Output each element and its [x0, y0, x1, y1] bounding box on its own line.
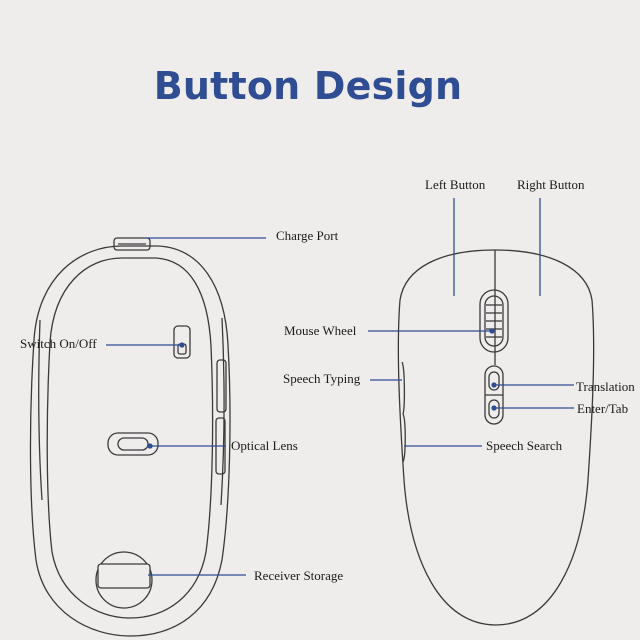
- bottom-view-side-grip-right: [220, 317, 225, 506]
- label-mouse-wheel: Mouse Wheel: [284, 323, 357, 338]
- mouse-top-view: [397, 249, 595, 626]
- bottom-view-outer-shell: [29, 245, 231, 637]
- label-enter-tab: Enter/Tab: [577, 401, 629, 416]
- mouse-bottom-view: [29, 237, 231, 637]
- bottom-view-inner-shell: [46, 257, 214, 619]
- side-button-strip-upper: [216, 359, 227, 413]
- label-speech-search: Speech Search: [486, 438, 563, 453]
- mouse-wheel-shape: [479, 289, 509, 353]
- translation-leader-dot: [491, 382, 497, 388]
- diagram-title: Button Design: [153, 64, 463, 108]
- switch-shape: [173, 325, 191, 359]
- receiver-storage-ring: [95, 551, 153, 609]
- optical-lens-inner: [117, 437, 149, 451]
- label-optical-lens: Optical Lens: [231, 438, 298, 453]
- translation-button-inner: [488, 371, 500, 391]
- enter-tab-button-inner: [488, 399, 500, 419]
- mouse-wheel-inner: [484, 295, 504, 347]
- speech-typing-side-button: [401, 361, 406, 415]
- optical-lens-shape: [107, 432, 159, 456]
- label-speech-typing: Speech Typing: [283, 371, 361, 386]
- label-left-button: Left Button: [425, 177, 486, 192]
- charge-port-shape: [113, 237, 151, 251]
- label-switch-on-off: Switch On/Off: [20, 336, 97, 351]
- optical-lens-leader-dot: [147, 443, 153, 449]
- label-right-button: Right Button: [517, 177, 585, 192]
- receiver-storage-slot: [97, 563, 151, 589]
- bottom-view-side-grip-left: [38, 319, 43, 501]
- enter-tab-leader-dot: [491, 405, 497, 411]
- mouse-wheel-leader-dot: [489, 328, 495, 334]
- top-view-outline: [397, 249, 595, 626]
- switch-leader-dot: [179, 342, 185, 348]
- speech-search-side-button: [402, 413, 406, 463]
- label-translation: Translation: [576, 379, 635, 394]
- label-receiver-storage: Receiver Storage: [254, 568, 344, 583]
- label-charge-port: Charge Port: [276, 228, 339, 243]
